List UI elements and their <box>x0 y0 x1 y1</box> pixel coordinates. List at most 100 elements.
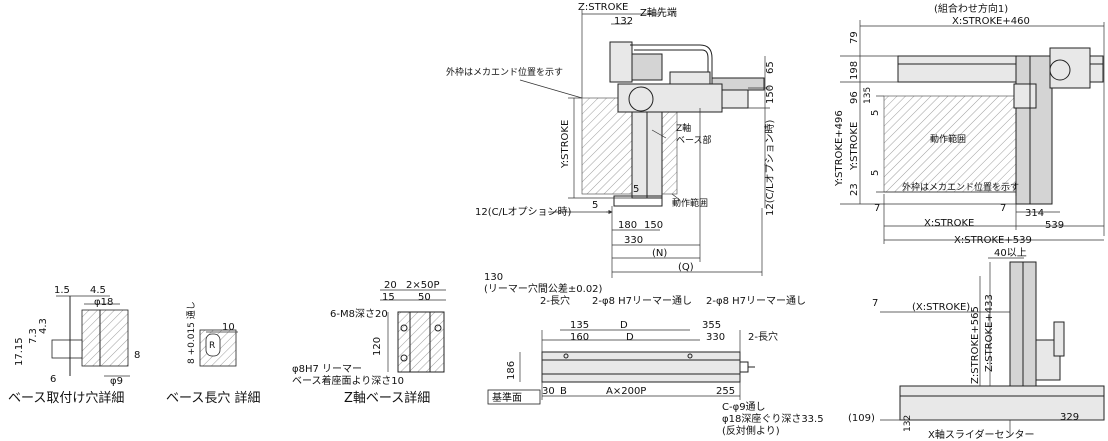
bc-base-face: 基準面 <box>492 391 522 404</box>
br-x-center: X軸スライダーセンター <box>928 428 1034 441</box>
detail-long-hole: 10 8 +0.015 通し R ベース長穴 詳細 <box>166 301 260 406</box>
bc-reamer-l: 2-φ8 H7リーマー通し <box>592 295 692 307</box>
detail1-title: ベース取付け穴詳細 <box>8 390 124 406</box>
cable <box>630 44 713 78</box>
bc-355: 355 <box>702 320 721 331</box>
dim-7b: 7 <box>1000 203 1006 214</box>
dim-n: (N) <box>652 248 667 259</box>
d1-1715: 17.15 <box>14 337 25 366</box>
dim-150: 150 <box>765 85 776 104</box>
dim-180: 180 <box>618 220 637 231</box>
d3-50: 50 <box>418 292 431 303</box>
bc-130: 130 <box>484 272 503 283</box>
d3-20: 20 <box>384 280 397 291</box>
dim-5b: 5 <box>633 184 639 195</box>
d1-15: 1.5 <box>54 285 70 296</box>
y-axis-rail <box>1015 55 1053 205</box>
d3-120: 120 <box>372 337 383 356</box>
base-face-box <box>487 389 541 405</box>
dim-79: 79 <box>849 31 860 44</box>
z-stroke-label: Z:STROKE <box>578 2 628 13</box>
br-329: 329 <box>1060 412 1079 423</box>
bottom-center-view: 130 (リーマー穴間公差±0.02) 2-長穴 2-φ8 H7リーマー通し 2… <box>484 272 824 437</box>
y-slider <box>617 83 723 113</box>
bottom-right-view: 40以上 7 (X:STROKE) Z:STROKE+565 Z:STROKE+… <box>848 247 1105 441</box>
x-stroke: X:STROKE <box>924 218 974 229</box>
bc-d1: D <box>620 320 628 331</box>
bc-c-phi9: C-φ9通し <box>722 401 766 413</box>
base-body <box>541 351 741 383</box>
detail-z-base: 20 2×50P 15 50 6-M8深さ20 120 φ8H7 リーマー ベー… <box>292 280 446 406</box>
bc-b: B <box>560 386 567 397</box>
detail-mount-hole: 1.5 4.5 φ18 4.3 7.3 17.15 6 φ9 8 ベース取付け穴… <box>8 285 140 406</box>
dim-q: (Q) <box>678 262 694 273</box>
z-tip-label: Z軸先端 <box>640 6 677 19</box>
d3-2x50p: 2×50P <box>406 280 440 291</box>
d3-15: 15 <box>382 292 395 303</box>
br-40: 40以上 <box>994 247 1027 259</box>
bc-reamer-r: 2-φ8 H7リーマー通し <box>706 295 806 307</box>
dim-5a-right: 5 <box>870 110 881 116</box>
bc-186: 186 <box>506 361 517 380</box>
br-z-433: Z:STROKE+433 <box>984 294 995 372</box>
bc-tol: (リーマー穴間公差±0.02) <box>484 282 603 295</box>
dim-23: 23 <box>849 183 860 196</box>
cl-option-vertical: 12(C/Lオプション時) <box>764 119 776 216</box>
bc-135: 135 <box>570 320 589 331</box>
dim-198: 198 <box>849 61 860 80</box>
bc-30: 30 <box>542 386 555 397</box>
top-center-view: Z:STROKE 132 Z軸先端 外枠はメカエンド位置を示す 65 150 Y… <box>446 2 776 278</box>
bc-a200p: A×200P <box>606 386 646 397</box>
dim-330: 330 <box>624 235 643 246</box>
br-132: 132 <box>903 415 913 432</box>
bc-c-opp: (反対側より) <box>722 424 780 437</box>
detail3-title: Z軸ベース詳細 <box>344 390 430 406</box>
y-stroke-label: Y:STROKE <box>560 120 571 169</box>
top-right-view: (組合わせ方向1) X:STROKE+460 79 198 96 135 5 Y… <box>834 2 1105 246</box>
d1-6: 6 <box>50 374 56 385</box>
cable-clamp <box>669 71 711 85</box>
bc-long-hole-r: 2-長穴 <box>748 330 778 343</box>
outer-frame-note-right: 外枠はメカエンド位置を示す <box>902 181 1019 193</box>
cl-option-horizontal: 12(C/Lオプション時) <box>475 206 572 218</box>
z-base-label-1: Z軸 <box>676 122 691 134</box>
bc-160: 160 <box>570 332 589 343</box>
d1-73: 7.3 <box>28 328 39 344</box>
x-base <box>899 385 1105 421</box>
br-109: (109) <box>848 413 875 424</box>
br-z-565: Z:STROKE+565 <box>970 306 981 384</box>
outer-frame-note: 外枠はメカエンド位置を示す <box>446 66 563 78</box>
dim-65: 65 <box>765 61 776 74</box>
detail2-title: ベース長穴 詳細 <box>166 390 260 406</box>
bc-255: 255 <box>716 386 735 397</box>
y-stroke-right: Y:STROKE <box>849 122 860 171</box>
d1-8: 8 <box>134 350 140 361</box>
y-stroke-496: Y:STROKE+496 <box>834 110 845 187</box>
dim-314: 314 <box>1025 208 1044 219</box>
br-x-stroke: (X:STROKE) <box>912 302 970 313</box>
z-base-label-2: ベース部 <box>676 134 712 146</box>
dim-5a: 5 <box>592 200 598 211</box>
x-stroke-539: X:STROKE+539 <box>954 235 1032 246</box>
bc-330: 330 <box>706 332 725 343</box>
d3-reamer2: ベース着座面より深さ10 <box>292 374 404 387</box>
d2-10: 10 <box>222 322 235 333</box>
dim-5b-right: 5 <box>870 170 881 176</box>
dim-7a: 7 <box>874 203 880 214</box>
z-head <box>631 53 663 81</box>
d1-45: 4.5 <box>90 285 106 296</box>
d1-phi18: φ18 <box>94 297 113 308</box>
d3-reamer: φ8H7 リーマー <box>292 364 362 375</box>
motion-range-label: 動作範囲 <box>672 197 708 209</box>
x-stroke-460: X:STROKE+460 <box>952 16 1030 27</box>
combo-title: (組合わせ方向1) <box>934 2 1008 15</box>
d2-r: R <box>209 341 215 351</box>
bc-c-phi18: φ18深座ぐり深さ33.5 <box>722 412 824 425</box>
motion-range-right: 動作範囲 <box>930 133 966 145</box>
z-motor <box>609 41 633 83</box>
dim-150b: 150 <box>644 220 663 231</box>
dim-132: 132 <box>614 16 633 27</box>
dim-135: 135 <box>863 87 873 104</box>
d3-m8: 6-M8深さ20 <box>330 308 388 320</box>
